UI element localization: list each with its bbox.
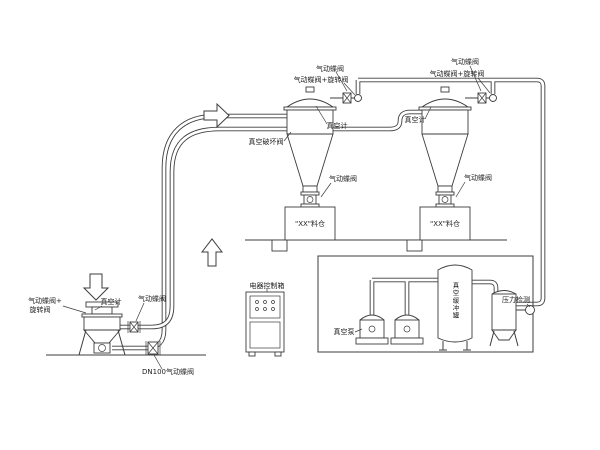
pump-shaft [368,325,376,333]
control-cabinet-label: 电器控制箱 [250,281,285,290]
cabinet-button [263,307,267,311]
annotation-labels: 气动蝶阀 气动蝶阀+旋转阀 真空计 真空破坏阀 气动蝶阀 气动蝶阀 气动蝶阀+旋… [28,57,530,376]
feed-hopper-cone [83,329,121,344]
up-flow-arrow [200,238,224,267]
inlet-filter [489,290,535,347]
c2-rotary-valve-label: 气动蝶阀+旋转阀 [430,69,485,78]
tank-legs [439,341,471,351]
c2-top-valve-label: 气动蝶阀 [451,57,479,66]
feed-vacuum-gauge-label: 真空计 [101,297,122,306]
pump-dome [359,314,385,321]
cabinet-button [271,300,275,304]
vacuum-pump-2 [390,314,424,345]
feed-rotary-disc [98,344,106,352]
valve-cross-marks [129,321,159,355]
filter-legs [489,330,519,347]
pressure-gauge-icon [525,305,535,315]
tank-label: 真空缓冲罐 [451,281,459,320]
cabinet-foot [248,351,256,357]
vacuum-pump-label: 真空泵 [334,327,355,336]
pump-base [355,337,389,345]
c1-top-valve-label: 气动蝶阀 [316,64,344,73]
cabinet-panel-top [249,295,281,319]
cabinet-button [271,307,275,311]
vacuum-room-enclosure [317,255,534,353]
pump-manifold-pipe [372,280,438,320]
feed-hopper-legs [78,329,126,356]
filter-dome [491,290,517,295]
cabinet-panel-bottom [249,321,281,349]
c1-rotary-valve-label: 气动蝶阀+旋转阀 [294,75,349,84]
cabinet-button [255,307,259,311]
c2-discharge-valve-label: 气动蝶阀 [464,173,492,182]
dn100-valve-label: DN100气动蝶阀 [142,367,194,376]
support-block-2 [406,239,423,252]
leader-lines [62,65,531,370]
feed-inlet-valve [91,306,113,315]
pipe-valves [127,321,161,355]
filter-cone [491,329,517,341]
feeding-station [78,301,126,356]
feed-valve-label-line2: 旋转阀 [30,305,51,314]
pump-body [394,319,420,339]
down-flow-arrow [82,273,110,301]
cyclone-receiver-1 [283,86,362,241]
c1-vacuum-break-valve-label: 真空破坏阀 [249,137,284,146]
feed-valve-label-line1: 气动蝶阀+ [28,296,62,305]
feed-hopper-body [83,316,121,331]
c1-vacuum-gauge-label: 真空计 [327,121,348,130]
pump-dome [394,314,420,321]
pump-body [359,319,385,339]
control-cabinet [245,291,285,357]
valve-flange-ticks [127,321,161,355]
cyclone-receiver-2 [418,86,497,241]
cabinet-button [255,300,259,304]
feed-rotary-valve [93,342,111,354]
c2-vacuum-gauge-label: 真空计 [405,115,426,124]
pressure-detection-label: 压力检测 [502,295,530,304]
support-block-1 [271,239,288,252]
vacuum-pump-1 [355,314,389,345]
filter-body [491,293,517,331]
vacuum-buffer-tank: 真空缓冲罐 [437,264,473,351]
right-flow-arrow [203,102,230,129]
pump-base [390,337,424,345]
tank-shell [437,264,473,343]
pump-shaft [403,325,411,333]
c1-discharge-valve-label: 气动蝶阀 [329,174,357,183]
cabinet-button [263,300,267,304]
feed-butterfly-valve-label: 气动蝶阀 [138,294,166,303]
feed-hopper-flange [81,313,123,318]
cabinet-foot [274,351,282,357]
